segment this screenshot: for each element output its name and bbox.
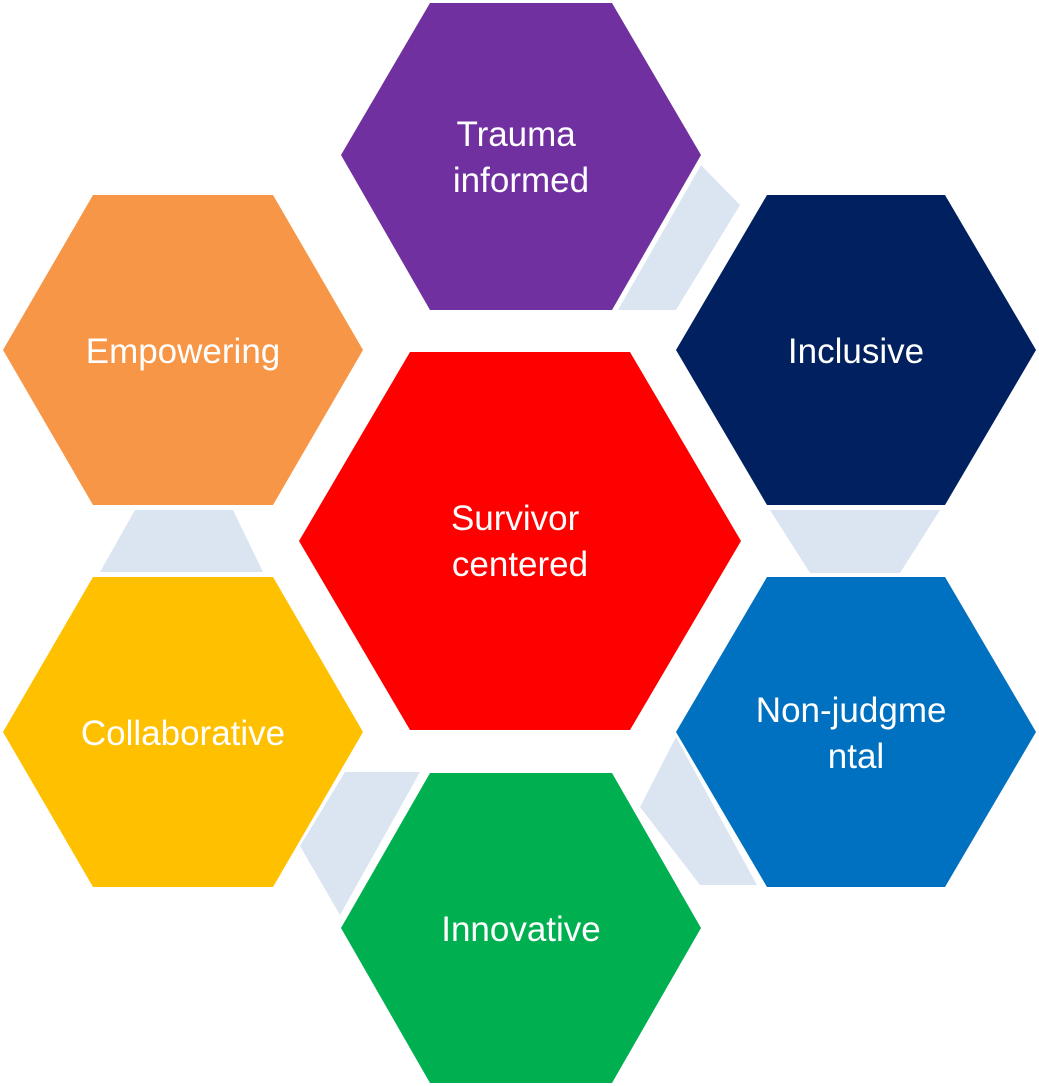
connector-trauma-inclusive [618, 165, 740, 310]
hexagon-label: Inclusive [788, 332, 924, 371]
hexagon-shape [3, 195, 363, 505]
hexagon-shape [299, 352, 741, 730]
hexagon-trauma-informed: Trauma informed [341, 3, 701, 310]
hexagon-survivor-centered: Survivor centered [299, 352, 741, 730]
label-line: Trauma [456, 115, 576, 154]
label-line: Survivor [451, 499, 580, 538]
connector-inclusive-nonjudgmental [770, 510, 940, 573]
hexagon-shape [3, 577, 363, 887]
label-line: Innovative [441, 910, 601, 949]
hexagon-shape [341, 3, 701, 310]
connector-empowering-collaborative [100, 510, 263, 572]
label-line: ntal [828, 737, 884, 776]
connectors [100, 165, 940, 915]
connector-nonjudgmental-innovative [640, 737, 757, 885]
hexagon-label: Collaborative [81, 714, 285, 753]
hexagon-innovative: Innovative [341, 773, 701, 1083]
label-line: Empowering [86, 332, 281, 371]
hexagon-label: Innovative [441, 910, 601, 949]
hexagon-inclusive: Inclusive [676, 195, 1036, 505]
hexagon-non-judgmental: Non-judgme ntal [676, 577, 1036, 887]
hexagon-shape [341, 773, 701, 1083]
hexagon-label: Survivor centered [451, 499, 589, 584]
label-line: Inclusive [788, 332, 924, 371]
hexagon-label: Non-judgme ntal [756, 691, 956, 776]
hexagon-label: Empowering [86, 332, 281, 371]
hexagon-empowering: Empowering [3, 195, 363, 505]
connector-innovative-collaborative [300, 772, 420, 915]
label-line: Collaborative [81, 714, 285, 753]
hexagon-collaborative: Collaborative [3, 577, 363, 887]
label-line: informed [453, 161, 589, 200]
label-line: Non-judgme [756, 691, 947, 730]
label-line: centered [452, 545, 588, 584]
hexagon-label: Trauma informed [453, 115, 589, 200]
hexagon-shape [676, 577, 1036, 887]
hexagon-shape [676, 195, 1036, 505]
